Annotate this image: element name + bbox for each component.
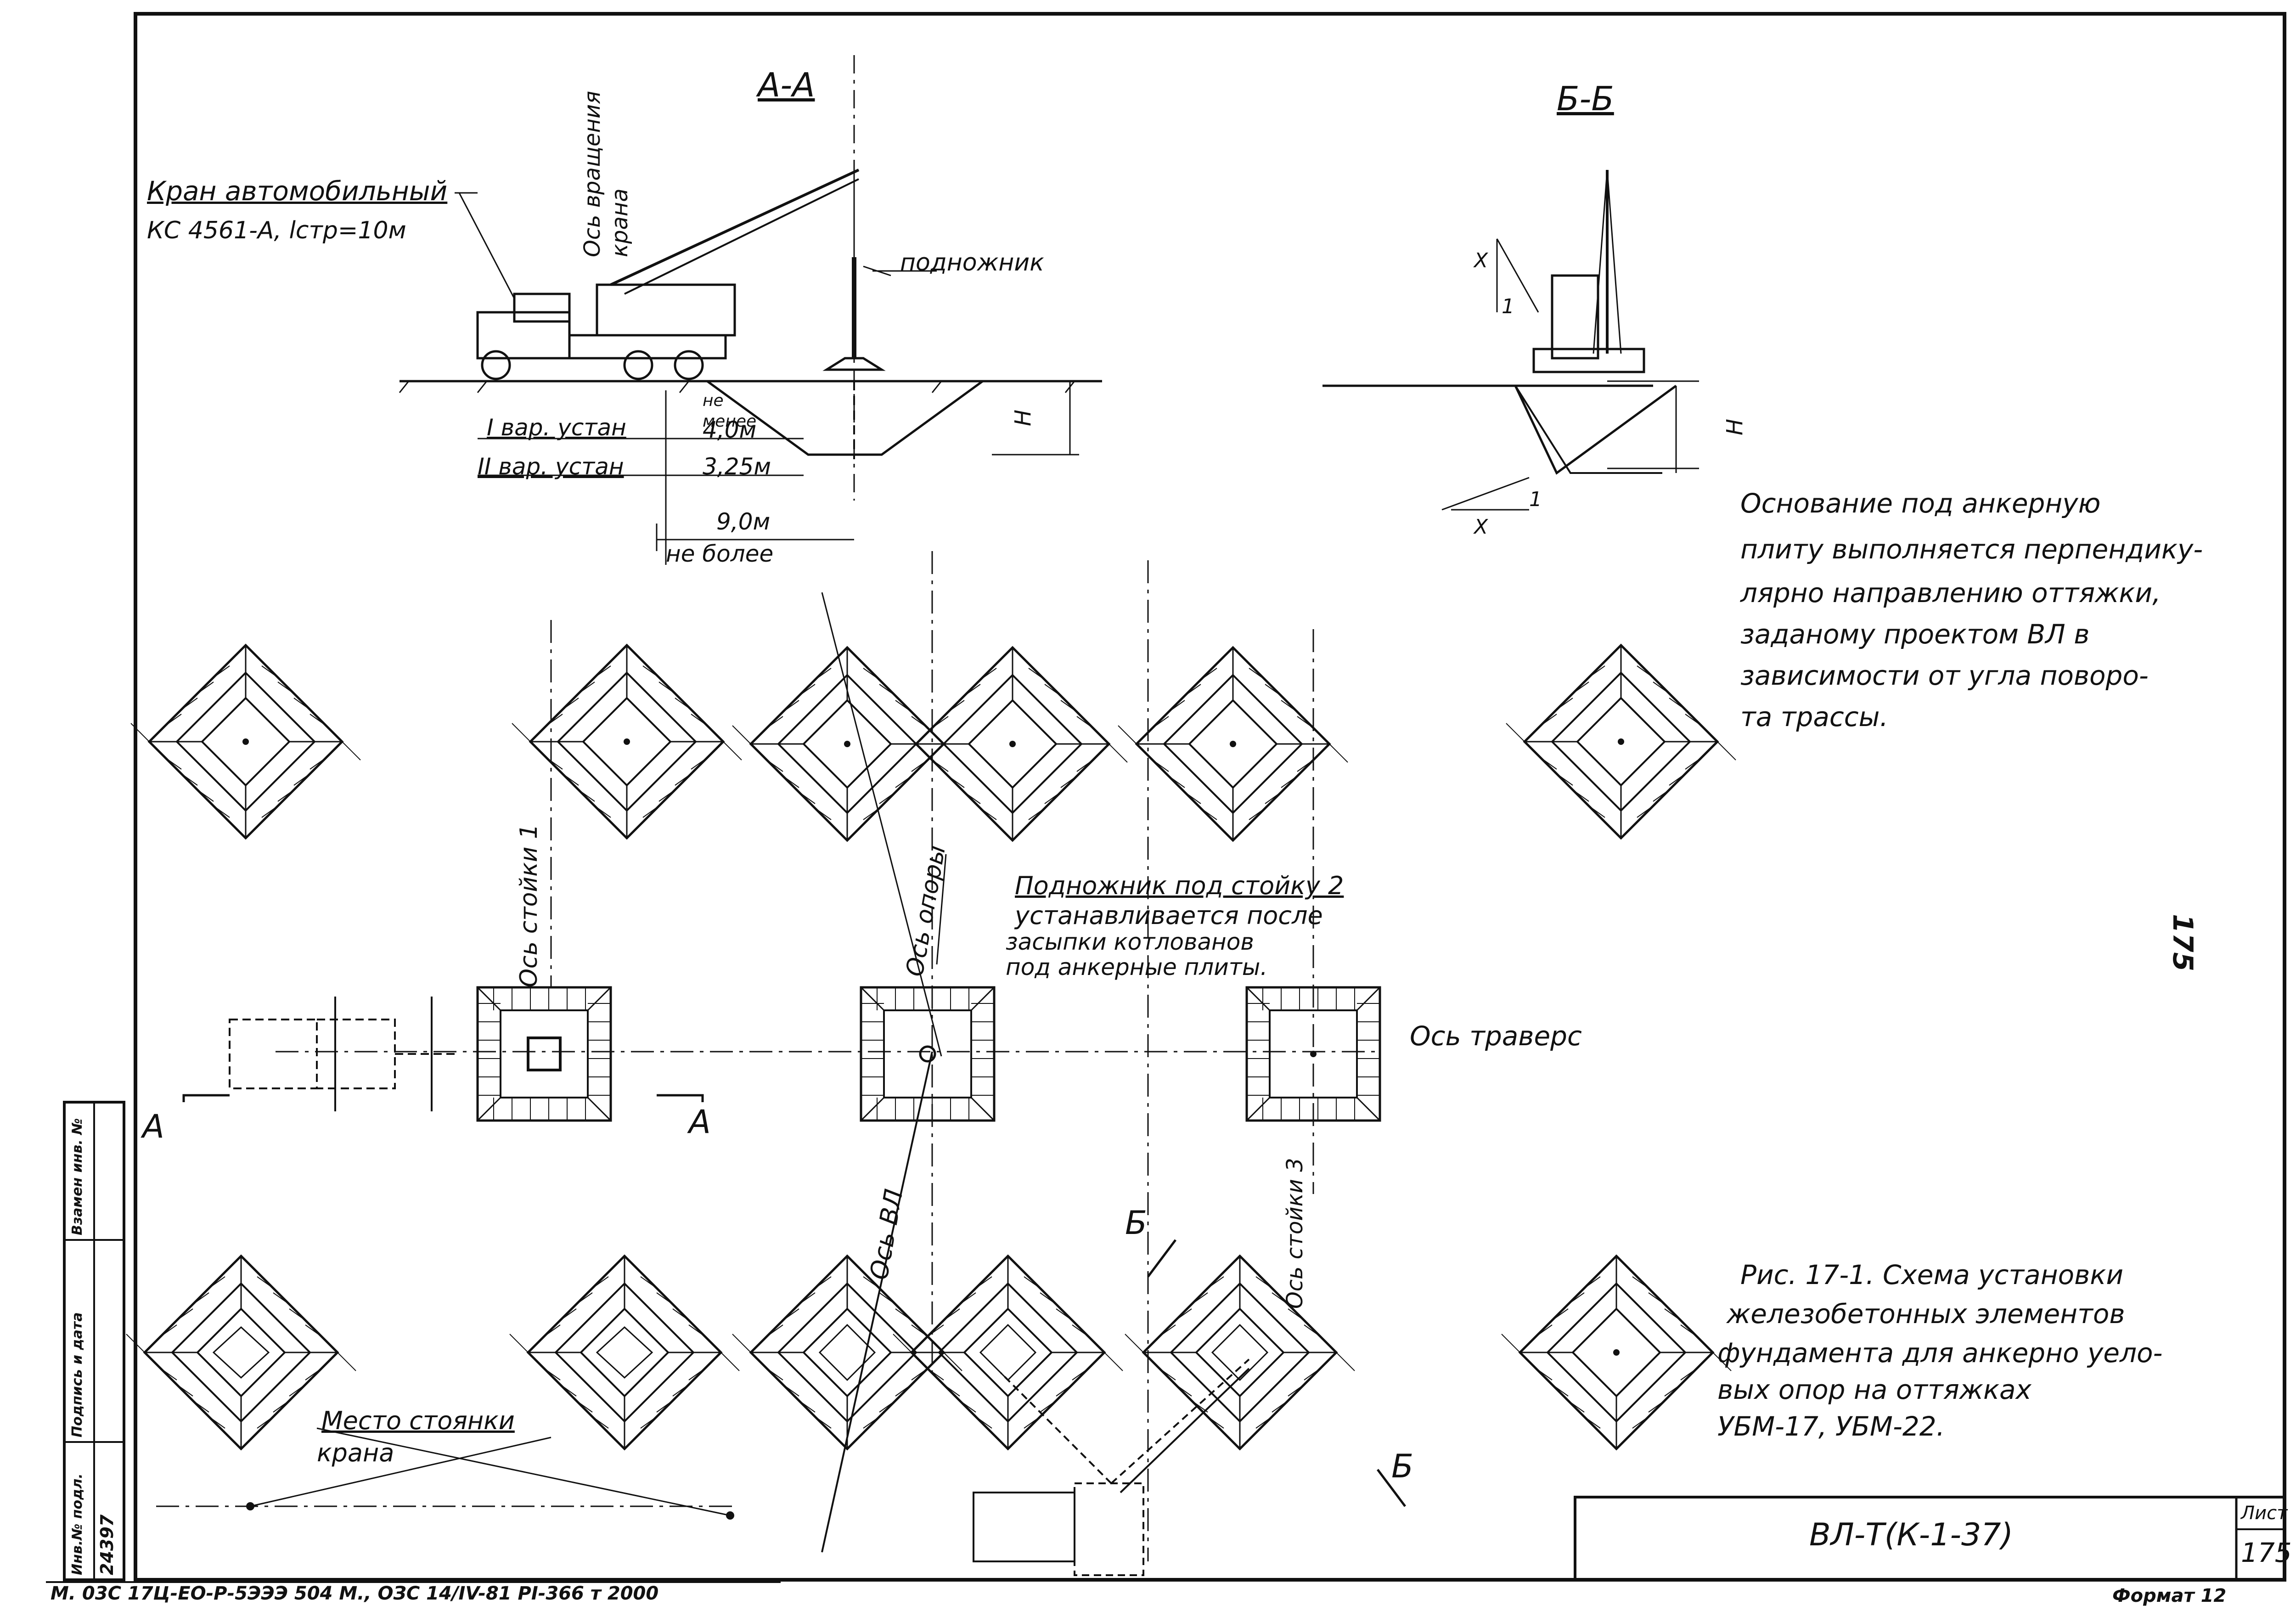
- crane-plan-left: [229, 997, 459, 1111]
- caption-4: вых опор на оттяжках: [1717, 1374, 2032, 1405]
- axis-post3-label: Ось стойки 3: [1282, 1158, 1308, 1309]
- side-inv-label: Инв.№ подл.: [69, 1473, 85, 1575]
- footing-label: подножник: [900, 249, 1044, 276]
- note-base-6: та трассы.: [1740, 701, 1888, 732]
- dim-9m: 9,0м: [716, 508, 771, 535]
- post-footings: [478, 987, 1380, 1121]
- note-base-1: Основание под анкерную: [1740, 488, 2101, 519]
- note-base-5: зависимости от угла поворо-: [1740, 660, 2149, 691]
- dim-h-bb: Н: [1722, 418, 1748, 436]
- section-bb: [1322, 169, 1699, 511]
- crane-title-1: Кран автомобильный: [147, 175, 448, 207]
- side-block: [63, 1101, 125, 1581]
- mark-a-left: А: [142, 1108, 164, 1145]
- side-replace-label: Взамен инв. №: [69, 1118, 85, 1235]
- caption-1: Рис. 17-1. Схема установки: [1740, 1259, 2124, 1290]
- side-inv-value: 24397: [97, 1514, 117, 1575]
- caption-3: фундамента для анкерно уело-: [1717, 1337, 2163, 1369]
- dim-not-less: не менее: [703, 391, 757, 431]
- footing-note-4: под анкерные плиты.: [1006, 954, 1268, 980]
- section-aa-label: А-А: [758, 66, 815, 104]
- dim-one-bottom: 1: [1529, 488, 1542, 511]
- caption-2: железобетонных элементов: [1727, 1298, 2125, 1329]
- crane-plan-bottom: [973, 1358, 1250, 1576]
- footing-note-2: устанавливается после: [1015, 901, 1323, 930]
- dim-325m: 3,25м: [703, 453, 771, 480]
- caption-5: УБМ-17, УБМ-22.: [1717, 1411, 1945, 1442]
- dim-4m: 4,0м: [703, 417, 757, 443]
- title-block: [1574, 1496, 2286, 1581]
- stamp-sheet-no: 175: [2241, 1537, 2292, 1568]
- crane-place-1: Место стоянки: [321, 1406, 515, 1435]
- section-marks: [182, 1094, 1406, 1507]
- mark-a-right: А: [689, 1103, 711, 1141]
- mark-b-bottom: Б: [1391, 1448, 1414, 1485]
- anchor-pits-top: [131, 645, 1736, 840]
- section-aa: [399, 55, 1102, 565]
- rotation-axis-label: Ось вращения крана: [580, 90, 633, 257]
- dim-one-top: 1: [1502, 295, 1514, 318]
- axis-traverse-label: Ось траверс: [1410, 1020, 1582, 1052]
- footing-note-3: засыпки котлованов: [1006, 929, 1254, 955]
- margin-sheet-number: 175: [2167, 914, 2199, 972]
- note-base-3: лярно направлению оттяжки,: [1740, 577, 2161, 608]
- dim-x-bottom: Х: [1474, 515, 1488, 539]
- crane-place-2: крана: [317, 1438, 394, 1467]
- format-label: Формат 12: [2112, 1585, 2227, 1606]
- bottom-line: М. 03С 17Ц-ЕО-Р-5ЭЭЭ 504 М., ОЗС 14/IV-8…: [51, 1583, 659, 1604]
- mark-b-top: Б: [1125, 1204, 1148, 1242]
- sheet-frame: [134, 12, 2286, 1582]
- dim-var1: I вар. устан: [487, 414, 626, 441]
- crane-title-2: КС 4561-А, lстр=10м: [147, 217, 406, 244]
- stamp-sheet-label: Лист: [2241, 1503, 2288, 1524]
- section-bb-label: Б-Б: [1557, 79, 1614, 118]
- footing-note-1: Подножник под стойку 2: [1015, 871, 1344, 900]
- dim-not-more: не более: [666, 541, 774, 567]
- dim-h-aa: Н: [1010, 409, 1036, 427]
- note-base-2: плиту выполняется перпендику-: [1740, 534, 2203, 565]
- dim-var2: II вар. устан: [478, 453, 624, 480]
- axis-post1-label: Ось стойки 1: [515, 823, 543, 987]
- note-base-4: заданому проектом ВЛ в: [1740, 619, 2090, 650]
- dim-x-top: Х: [1474, 249, 1488, 272]
- crane-parking-points: [246, 1502, 734, 1520]
- stamp-code: ВЛ-Т(К-1-37): [1809, 1517, 2014, 1553]
- side-sign-label: Подпись и дата: [69, 1312, 85, 1437]
